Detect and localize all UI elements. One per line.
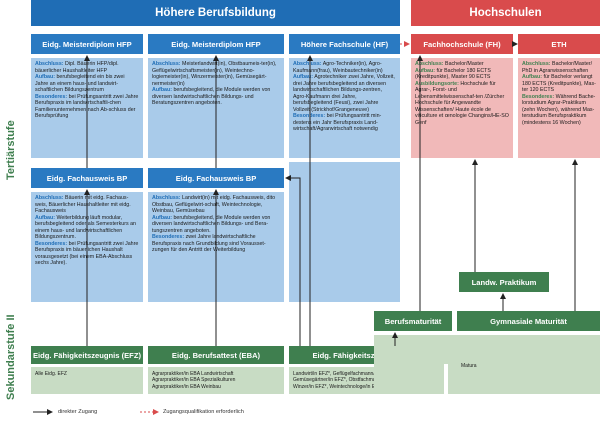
text-ausbildungsorte: Hochschule für Agrar-, Forst- und Lebens… xyxy=(415,80,509,126)
efz-1-title: Eidg. Fähigkeitszeugnis (EFZ) xyxy=(31,346,143,364)
list-item: Agrarpraktiker/in EBA Landwirtschaft xyxy=(152,371,234,377)
eth-body: Abschluss: Bachelor/Master/ PhD in Agrar… xyxy=(518,58,600,158)
header-hoehere-berufsbildung: Höhere Berufsbildung xyxy=(31,0,400,26)
text-aufbau: berufsbegleitend, die Module werden von … xyxy=(152,87,271,106)
fh-body: Abschluss: Bachelor/Master Aufbau: für B… xyxy=(411,58,513,158)
text-abschluss: Bachelor/Master/ PhD in Agrarwissenschaf… xyxy=(522,61,593,74)
eth-title: ETH xyxy=(518,34,600,54)
label-aufbau: Aufbau: xyxy=(522,74,543,80)
label-abschluss: Abschluss: xyxy=(35,195,64,201)
text-besonderes: zwei Jahre landwirtschaftliche Berufspra… xyxy=(152,234,266,253)
label-besonderes: Besonderes: xyxy=(35,240,68,247)
berufsmaturitaet-title: Berufsmaturität xyxy=(374,311,452,331)
header-hochschulen: Hochschulen xyxy=(411,0,600,26)
label-abschluss: Abschluss: xyxy=(293,61,322,67)
legend-direct-label: direkter Zugang xyxy=(58,409,98,415)
fh-title: Fachhochschule (FH) xyxy=(411,34,513,54)
label-aufbau: Aufbau: xyxy=(152,87,173,93)
eba-title: Eidg. Berufsattest (EBA) xyxy=(148,346,284,364)
list-item: Agrarpraktiker/in EBA Weinbau xyxy=(152,383,221,390)
text-abschluss: Agro-Techniker(in), Agro-Kaufmann(frau),… xyxy=(293,61,383,74)
list-item: Winzer/in EFZ*, Weintechnologe/in EFZ xyxy=(293,383,382,390)
hf-body: Abschluss: Agro-Techniker(in), Agro-Kauf… xyxy=(289,58,400,158)
text-abschluss: Bachelor/Master xyxy=(443,61,484,67)
list-item: Landwirt/in EFZ*, Geflügelfachmann/-frau… xyxy=(293,371,400,377)
text-abschluss: Bäuerin mit eidg. Fachaus-weis, Bäuerlic… xyxy=(35,195,131,214)
bp-1-title: Eidg. Fachausweis BP xyxy=(31,168,143,188)
text-aufbau: Agrotechniker zwei Jahre, Vollzeit, drei… xyxy=(293,74,395,113)
text-aufbau: für Bachelor verlangt 180 ECTS (Kreditpu… xyxy=(522,74,596,93)
label-besonderes: Besonderes: xyxy=(35,93,68,100)
text-abschluss: Dipl. Bäuerin HFP/dipl. bäuerlicher Haus… xyxy=(35,61,119,74)
list-item: Gemüsegärtner/in EFZ*, Obstfachmann/-fra… xyxy=(293,377,397,384)
header-hoehere-label: Höhere Berufsbildung xyxy=(155,7,276,19)
label-aufbau: Aufbau: xyxy=(152,214,173,221)
text-aufbau: berufsbegleitend ein bis zwei Jahre an e… xyxy=(35,74,125,93)
label-abschluss: Abschluss: xyxy=(152,195,181,201)
label-aufbau: Aufbau: xyxy=(293,74,314,80)
divider xyxy=(444,364,448,394)
text-abschluss: Meisterlandwirt(in), Obstbaumeis-ter(in)… xyxy=(152,61,277,87)
meister-hfp-1-title: Eidg. Meisterdiplom HFP xyxy=(31,34,143,54)
maturitaet-body: Matura xyxy=(374,335,600,394)
meister-hfp-2-title: Eidg. Meisterdiplom HFP xyxy=(148,34,284,54)
label-aufbau: Aufbau: xyxy=(35,74,56,80)
label-abschluss: Abschluss: xyxy=(522,61,551,67)
text-besonderes: bei Prüfungsantritt zwei Jahre Berufspra… xyxy=(35,240,139,267)
praktikum-title: Landw. Praktikum xyxy=(459,272,549,292)
list-item: Matura xyxy=(461,363,477,369)
gymnasiale-title: Gymnasiale Maturität xyxy=(457,311,600,331)
label-abschluss: Abschluss: xyxy=(415,61,444,67)
bp-2-title: Eidg. Fachausweis BP xyxy=(148,168,284,188)
list-item: Alle Eidg. EFZ xyxy=(35,371,67,377)
label-abschluss: Abschluss: xyxy=(152,61,181,67)
text-besonderes: bei Prüfungsantritt min-destens ein Jahr… xyxy=(293,113,382,132)
text-besonderes: bei Prüfungsantritt zwei Jahre Berufspra… xyxy=(35,93,139,120)
label-besonderes: Besonderes: xyxy=(522,93,555,100)
label-ausbildungsorte: Ausbildungsorte: xyxy=(415,80,459,87)
legend-qualification-label: Zugangsqualifikation erforderlich xyxy=(163,409,244,415)
label-aufbau: Aufbau: xyxy=(35,214,56,221)
hf-title: Höhere Fachschule (HF) xyxy=(289,34,400,54)
arrow-efz2-to-bp2 xyxy=(285,175,301,346)
label-besonderes: Besonderes: xyxy=(293,113,326,119)
text-besonderes: Während Bache-lorstudium Agrar-Praktikum… xyxy=(522,93,596,126)
label-aufbau: Aufbau: xyxy=(415,67,436,74)
text-aufbau: berufsbegleitend, die Module werden von … xyxy=(152,214,271,234)
header-hochschulen-label: Hochschulen xyxy=(469,7,542,19)
label-abschluss: Abschluss: xyxy=(35,61,64,67)
label-besonderes: Besonderes: xyxy=(152,234,185,240)
efz-1-body: Alle Eidg. EFZ xyxy=(31,367,143,394)
list-item: Agrarpraktiker/in EBA Spezialkulturen xyxy=(152,377,236,384)
hf-column-extension xyxy=(289,162,400,302)
text-abschluss: Landwirt(in) mit eidg. Fachausweis, dito… xyxy=(152,195,276,214)
text-aufbau: Weiterbildung läuft modular, berufsbegle… xyxy=(35,214,136,241)
text-aufbau: für Bachelor 180 ECTS (Kreditpunkte), Ma… xyxy=(415,67,491,81)
eba-body: Agrarpraktiker/in EBA Landwirtschaft Agr… xyxy=(148,367,284,394)
